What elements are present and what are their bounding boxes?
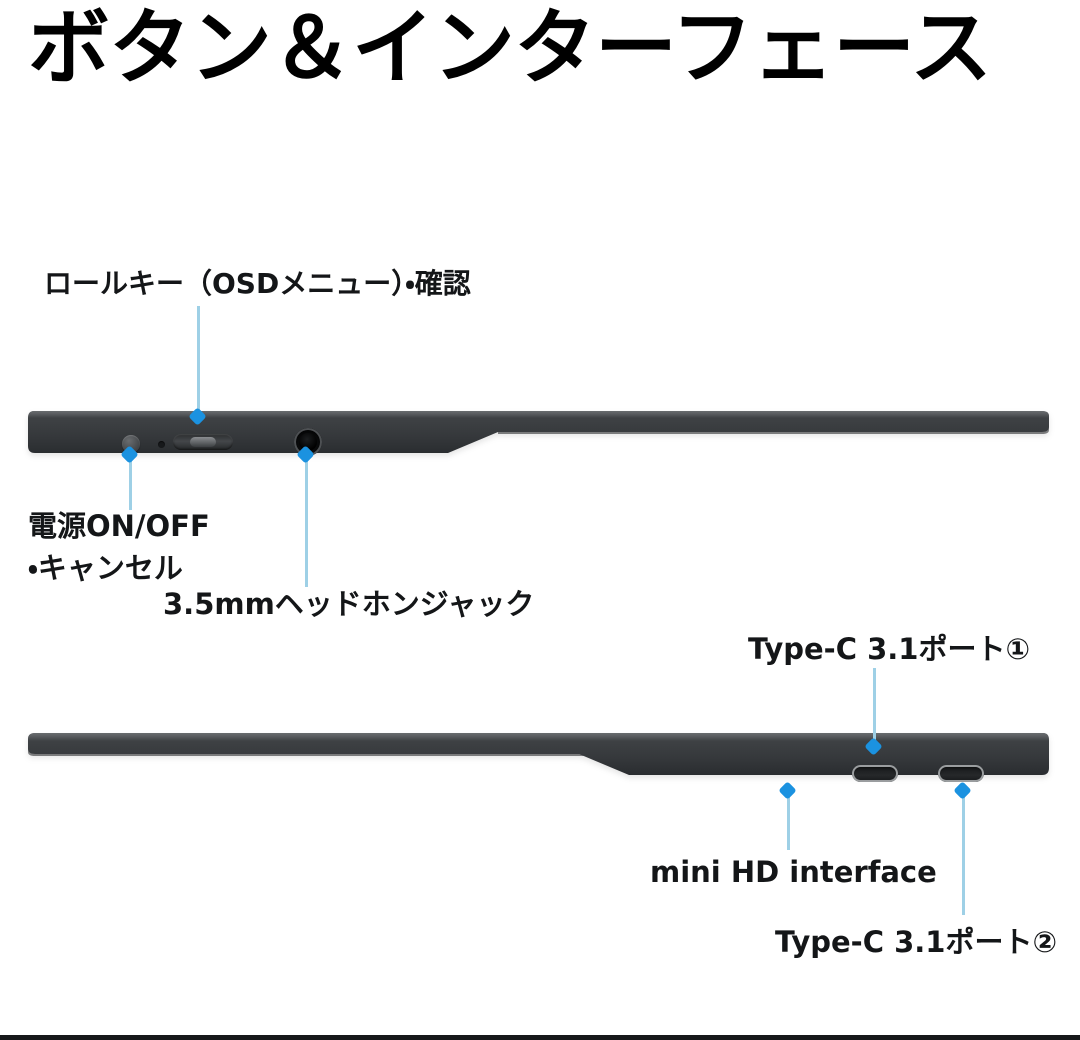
usb-c-port-1[interactable] — [852, 765, 898, 782]
bottom-device-body — [28, 728, 1050, 788]
leader-line-headphone-jack — [305, 455, 308, 587]
page-title: ボタン＆インターフェース — [28, 1, 992, 96]
led-indicator-icon — [158, 441, 165, 448]
usb-c-port-2[interactable] — [938, 765, 984, 782]
label-type-c-port-1: Type-C 3.1ポート① — [748, 632, 1031, 666]
roll-key-slider[interactable] — [173, 434, 233, 450]
leader-line-type-c-1 — [873, 668, 876, 748]
leader-line-power — [129, 455, 132, 510]
leader-line-type-c-2 — [962, 790, 965, 915]
leader-line-mini-hd — [787, 790, 790, 850]
label-type-c-port-2: Type-C 3.1ポート② — [775, 925, 1058, 959]
leader-line-roll-key — [197, 306, 200, 418]
label-mini-hd-interface: mini HD interface — [650, 855, 937, 889]
label-headphone-jack: 3.5mmヘッドホンジャック — [163, 587, 535, 621]
top-device-body — [28, 406, 1050, 466]
label-power: 電源ON/OFF ・キャンセル — [28, 509, 210, 586]
label-roll-key: ロールキー（OSDメニュー）・確認 — [44, 267, 471, 300]
